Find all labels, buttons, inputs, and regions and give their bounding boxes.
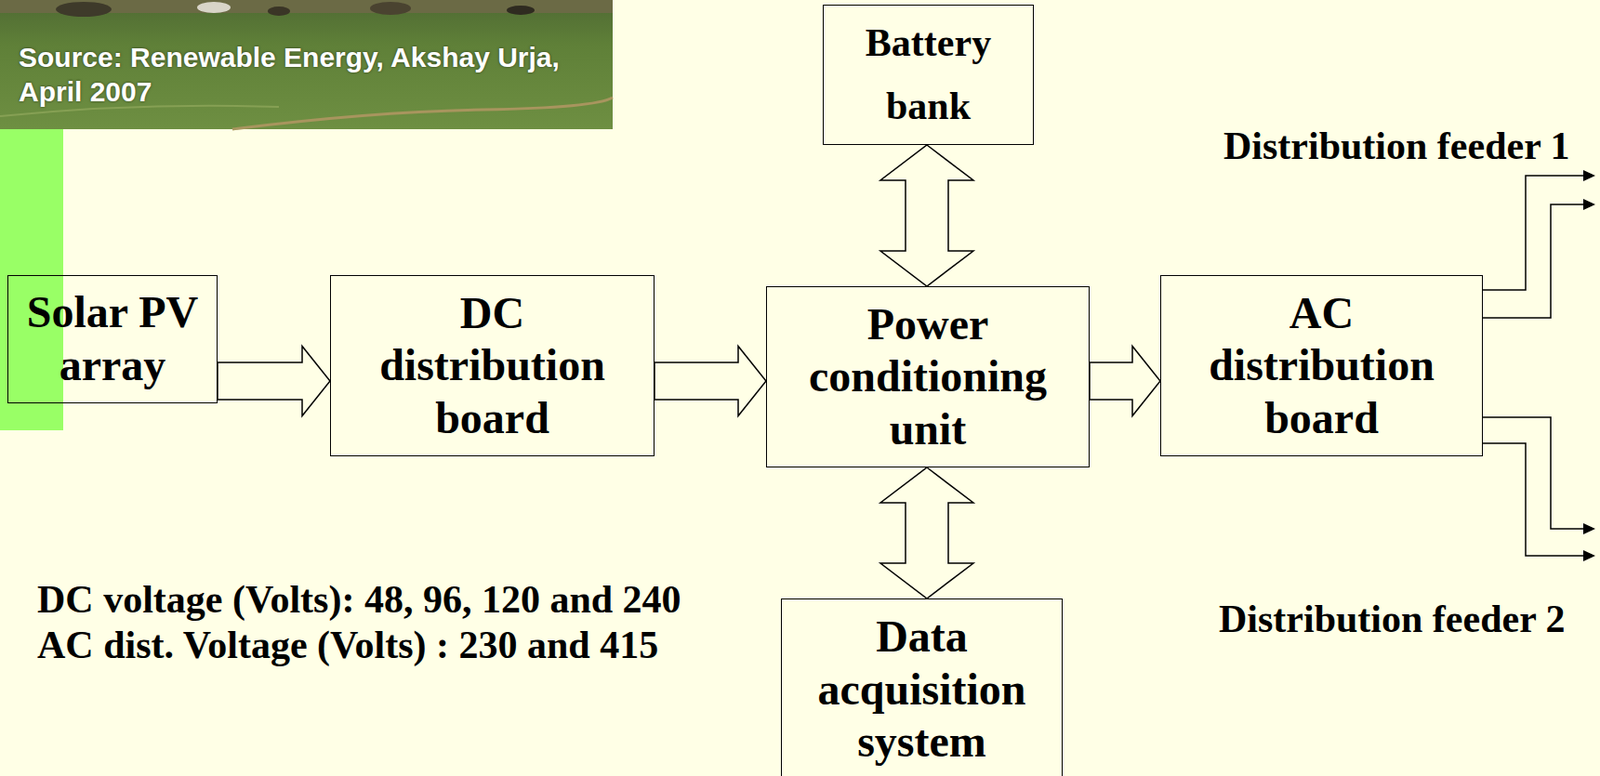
voltage-note: AC dist. Voltage (Volts) : 230 and 415 (37, 622, 744, 668)
feeder-label: Distribution feeder 2 (1218, 596, 1596, 642)
box-content: AC distribution board (1208, 287, 1435, 446)
process-box: DC distribution board (330, 275, 655, 457)
feeder-arrowheads (1583, 170, 1596, 562)
source-note: Source: Renewable Energy, Akshay Urja, A… (18, 40, 596, 110)
block-arrow (1089, 346, 1161, 417)
box-label: Power conditioning unit (808, 298, 1047, 457)
box-label: Solar PV array (17, 286, 209, 392)
box-label: Battery bank (865, 12, 992, 137)
box-content: DC distribution board (379, 287, 606, 446)
feeder-label: Distribution feeder 1 (1223, 123, 1596, 169)
process-box: AC distribution board (1160, 275, 1483, 457)
block-arrow (217, 346, 331, 417)
block-arrow (880, 145, 974, 287)
process-box: Battery bank (822, 4, 1034, 146)
box-label: DC distribution board (379, 287, 606, 446)
box-label: Data acquisition system (817, 610, 1026, 769)
field-photo (0, 0, 613, 130)
process-box: Solar PV array (7, 275, 218, 404)
box-content: Power conditioning unit (808, 298, 1047, 457)
block-arrow (654, 346, 767, 417)
voltage-note: DC voltage (Volts): 48, 96, 120 and 240 (37, 577, 744, 622)
accent-bar (0, 129, 64, 431)
box-content: Battery bank (865, 12, 992, 137)
process-box: Data acquisition system (780, 598, 1063, 776)
block-arrow (880, 467, 974, 599)
box-content: Solar PV array (17, 286, 209, 392)
box-content: Data acquisition system (817, 610, 1026, 769)
feeder-lines (1482, 175, 1585, 556)
box-label: AC distribution board (1208, 287, 1435, 446)
process-box: Power conditioning unit (766, 286, 1090, 468)
